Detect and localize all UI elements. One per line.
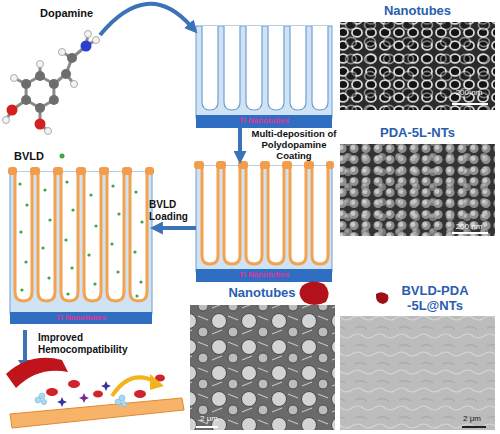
- edge-label: BVLD Loading: [149, 199, 199, 222]
- schematic-box: Ti Nanotubes: [10, 172, 152, 324]
- node-text: Ti Nanotubes: [40, 313, 122, 322]
- sem-panel: PDA-5L-NTs 200 nm: [340, 126, 495, 236]
- sem-panel: Nanotubes 200 nm: [340, 4, 495, 110]
- scale-label: 200 nm: [446, 88, 492, 97]
- schematic-box: Ti Nanotubes: [196, 166, 332, 282]
- schematic-box: Ti Nanotubes: [196, 26, 332, 128]
- sem-image: [190, 305, 335, 430]
- flow-arrow: [238, 128, 242, 155]
- pda-coated-schematic: [194, 161, 334, 282]
- scale-label: 200 nm: [446, 222, 492, 231]
- sem-image: [340, 22, 495, 110]
- clot-photo: [376, 292, 389, 304]
- node-text: Ti Nanotubes: [224, 270, 304, 279]
- sem-panel: BVLD-PDA -5L@NTs 2 μm: [340, 282, 495, 430]
- outcome-label: Improved Hemocompatibility: [38, 332, 150, 355]
- molecule-node: Dopamine: [5, 5, 100, 135]
- dopamine-molecule: [3, 31, 100, 135]
- node-text: Ti Nanotubes: [224, 116, 304, 125]
- component-label: BVLD: [14, 150, 58, 163]
- node-text: Nanotubes: [340, 4, 495, 19]
- scale-label: 2 μm: [192, 414, 226, 423]
- node-text: PDA-5L-NTs: [340, 126, 495, 141]
- scale-label: 2 μm: [452, 414, 492, 423]
- bvld-dot: [60, 154, 65, 159]
- blood-surface-illustration: [6, 358, 184, 428]
- sem-panel: Nanotubes 2 μm: [190, 282, 335, 430]
- sem-image: [340, 316, 495, 430]
- node-text: Nanotubes: [224, 286, 300, 301]
- clot-photo: [299, 281, 328, 305]
- flow-arrow: [100, 4, 191, 35]
- node-text: Dopamine: [40, 7, 104, 20]
- node-text: BVLD-PDA -5L@NTs: [398, 284, 472, 314]
- sem-image: [340, 144, 495, 236]
- bvld-loaded-schematic: [8, 167, 154, 324]
- edge-label: Multi-deposition of Polydopamine Coating: [250, 129, 338, 162]
- flow-arrow: [159, 226, 196, 230]
- nanotube-schematic: [196, 26, 332, 128]
